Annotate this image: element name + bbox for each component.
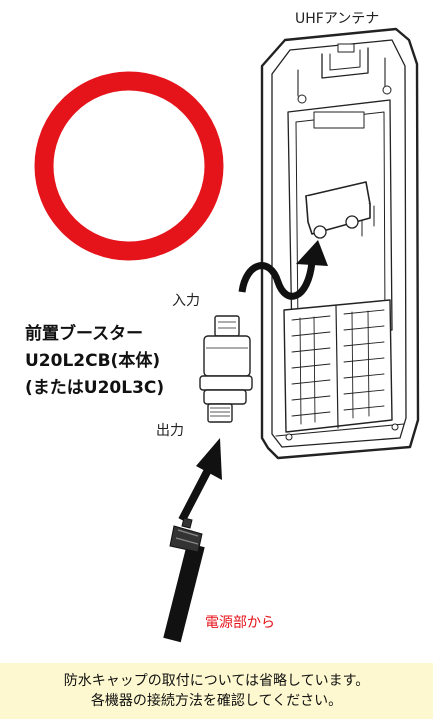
uhf-antenna-housing <box>260 27 420 460</box>
signal-arrow-to-antenna <box>238 240 328 300</box>
ok-circle-mark <box>34 71 224 261</box>
input-label: 入力 <box>172 293 200 309</box>
booster-device <box>199 315 253 423</box>
power-source-label: 電源部から <box>205 615 275 631</box>
antenna-label: UHFアンテナ <box>295 11 380 27</box>
wiring-diagram <box>34 27 420 643</box>
footer-note-line-2: 各機器の接続方法を確認してください。 <box>90 693 343 709</box>
signal-arrow-to-booster <box>178 438 222 522</box>
coaxial-cable <box>163 517 205 643</box>
booster-name-line-3: (またはU20L3C) <box>25 378 165 398</box>
footer-note: 防水キャップの取付については省略しています。 各機器の接続方法を確認してください… <box>0 663 433 719</box>
booster-name-label: 前置ブースター U20L2CB(本体) (またはU20L3C) <box>25 321 164 402</box>
booster-name-line-1: 前置ブースター <box>25 324 144 344</box>
booster-name-line-2: U20L2CB(本体) <box>25 351 161 371</box>
output-label: 出力 <box>156 423 184 439</box>
footer-note-line-1: 防水キャップの取付については省略しています。 <box>63 673 370 689</box>
